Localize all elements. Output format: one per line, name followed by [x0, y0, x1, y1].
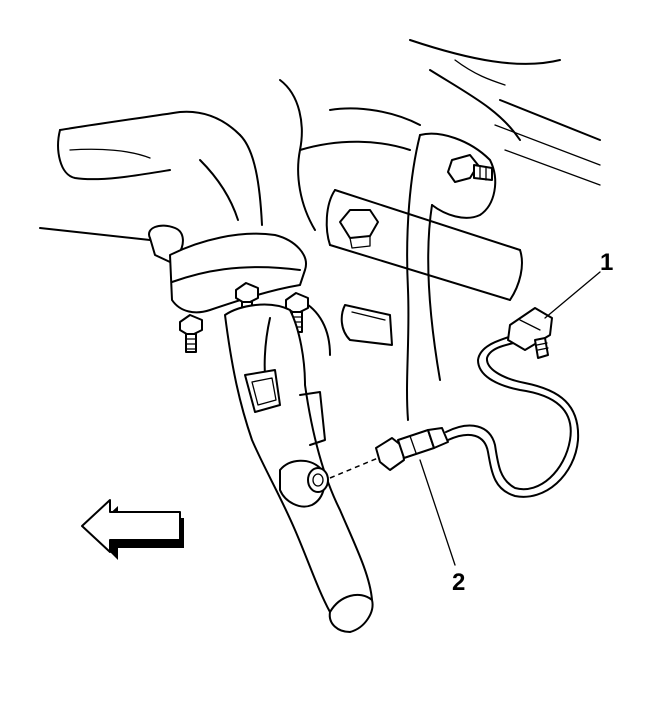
mounting-bracket: [406, 132, 497, 421]
engine-block: [39, 39, 601, 241]
callout-2-label: 2: [452, 569, 465, 596]
sensor-boss: [279, 459, 329, 508]
left-arrow-icon: [81, 499, 184, 560]
cross-brace: [325, 189, 523, 301]
mount-lug: [299, 299, 393, 356]
install-path-line: [329, 457, 379, 479]
exhaust-pipe: [224, 303, 374, 633]
callout-2-leader: [419, 459, 456, 566]
flange-stud-1: [179, 314, 203, 353]
heat-shield: [244, 369, 281, 413]
callout-1-label: 1: [600, 249, 613, 276]
callout-1-leader: [544, 271, 601, 319]
stud-bolt: [447, 154, 493, 183]
brace-bolt: [339, 209, 379, 249]
oxygen-sensor: [375, 334, 580, 498]
sensor-connector: [507, 307, 553, 359]
